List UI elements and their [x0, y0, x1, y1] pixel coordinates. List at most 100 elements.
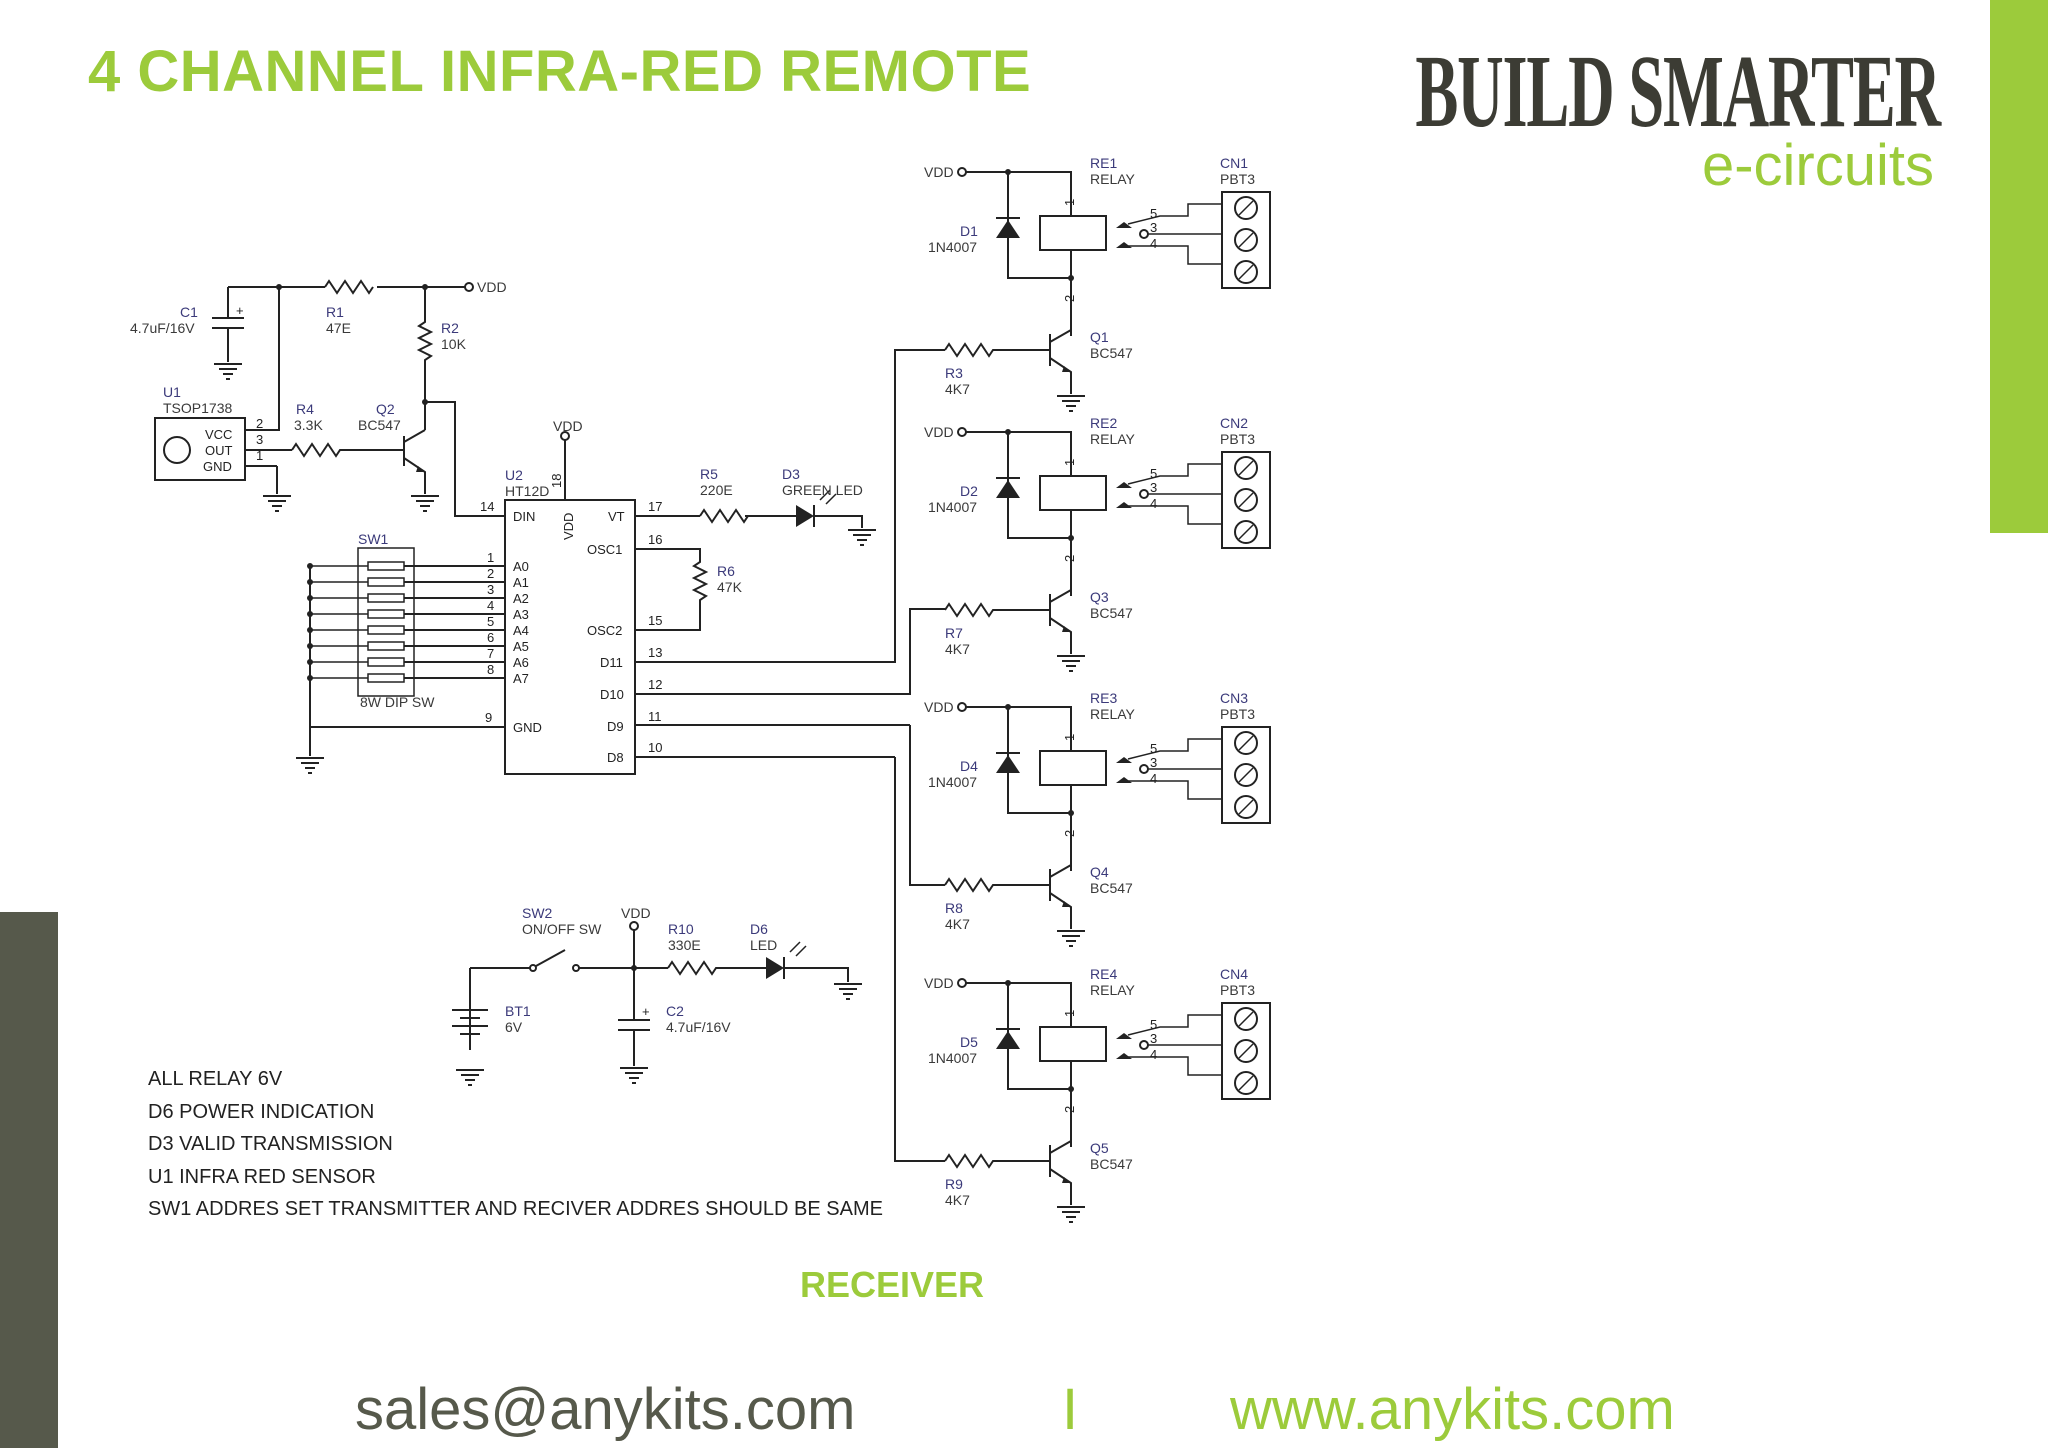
svg-text:5: 5	[1150, 466, 1157, 481]
note-line: SW1 ADDRES SET TRANSMITTER AND RECIVER A…	[148, 1198, 883, 1220]
transistor-ref: Q1	[1090, 329, 1109, 345]
ground-icon	[1056, 1206, 1086, 1223]
relay-channel: VDD12534RE2RELAYCN2PBT3D21N4007Q3BC547R7…	[924, 415, 1271, 672]
base-resistor	[944, 877, 1050, 893]
diode-value: 1N4007	[928, 774, 977, 790]
connector-ref: CN3	[1220, 690, 1248, 706]
svg-text:2: 2	[256, 416, 263, 431]
svg-text:3: 3	[1150, 220, 1157, 235]
base-resistor	[944, 342, 1050, 358]
pin-vdd: VDD	[561, 513, 576, 540]
transistor-value: BC547	[1090, 605, 1133, 621]
footer-website[interactable]: www.anykits.com	[1230, 1377, 1675, 1442]
base-resistor	[944, 602, 1050, 618]
relay-channel: VDD12534RE4RELAYCN4PBT3D51N4007Q5BC547R9…	[924, 966, 1271, 1223]
relay-channel: VDD12534RE3RELAYCN3PBT3D41N4007Q4BC547R8…	[924, 690, 1271, 947]
svg-text:+: +	[642, 1004, 650, 1019]
pin-num: 13	[648, 645, 662, 660]
dip-toggle	[367, 657, 405, 667]
pin-d9: D9	[607, 719, 624, 734]
ground-icon	[455, 1069, 485, 1086]
accent-bar-right	[1990, 0, 2048, 533]
vdd-label: VDD	[924, 975, 954, 991]
brand-logo: BUILD SMARTER e-circuits	[1416, 40, 1942, 196]
d3-value: GREEN LED	[782, 482, 863, 498]
r1-ref: R1	[326, 304, 344, 320]
pin-num: 12	[648, 677, 662, 692]
svg-text:4: 4	[1150, 771, 1157, 786]
notes-block: ALL RELAY 6V D6 POWER INDICATION D3 VALI…	[148, 1068, 883, 1220]
brand-tagline: e-circuits	[1701, 133, 1934, 198]
c1-value: 4.7uF/16V	[130, 320, 195, 336]
addr-pin-number: 1	[487, 550, 494, 565]
svg-text:2: 2	[1062, 1106, 1077, 1113]
connector-value: PBT3	[1220, 171, 1255, 187]
addr-pin-number: 8	[487, 662, 494, 677]
flyback-diode	[996, 220, 1020, 238]
dip-toggle	[367, 641, 405, 651]
terminal-block	[1221, 451, 1271, 549]
relay-value: RELAY	[1090, 431, 1136, 447]
pin-num: 11	[648, 709, 662, 724]
terminal-block	[1221, 726, 1271, 824]
u1-value: TSOP1738	[163, 400, 232, 416]
footer-email[interactable]: sales@anykits.com	[355, 1377, 856, 1442]
svg-text:3: 3	[1150, 480, 1157, 495]
resistor-value: 4K7	[945, 641, 970, 657]
addr-pin-number: 7	[487, 646, 494, 661]
addr-pin-label: A5	[513, 639, 529, 654]
addr-pin-label: A7	[513, 671, 529, 686]
addr-pin-number: 2	[487, 566, 494, 581]
connector-value: PBT3	[1220, 706, 1255, 722]
addr-pin-label: A4	[513, 623, 529, 638]
r6-value: 47K	[717, 579, 743, 595]
r1-resistor	[324, 279, 374, 295]
connector-ref: CN4	[1220, 966, 1248, 982]
relay-coil	[1039, 475, 1107, 511]
addr-pin-number: 3	[487, 582, 494, 597]
transistor-value: BC547	[1090, 880, 1133, 896]
c2-ref: C2	[666, 1003, 684, 1019]
pin-num: 16	[648, 532, 662, 547]
power-section: +	[452, 921, 849, 1066]
diode-ref: D5	[960, 1034, 978, 1050]
u2-value: HT12D	[505, 483, 549, 499]
ground-icon	[410, 495, 440, 512]
c1-ref: C1	[180, 304, 198, 320]
addr-pin-number: 5	[487, 614, 494, 629]
pin-num: 9	[485, 710, 492, 725]
addr-pin-label: A1	[513, 575, 529, 590]
relay-channels: VDD12534RE1RELAYCN1PBT3D11N4007Q1BC547R3…	[924, 155, 1271, 1223]
r5-ref: R5	[700, 466, 718, 482]
transistor-ref: Q3	[1090, 589, 1109, 605]
u2-ref: U2	[505, 467, 523, 483]
footer-separator: I	[1062, 1377, 1079, 1442]
vdd-label: VDD	[621, 905, 651, 921]
pin-num: 15	[648, 613, 662, 628]
transistor-ref: Q4	[1090, 864, 1109, 880]
svg-text:2: 2	[1062, 295, 1077, 302]
addr-pin-label: A0	[513, 559, 529, 574]
terminal-block	[1221, 1002, 1271, 1100]
relay-value: RELAY	[1090, 171, 1136, 187]
svg-text:2: 2	[1062, 830, 1077, 837]
resistor-value: 4K7	[945, 1192, 970, 1208]
c2-value: 4.7uF/16V	[666, 1019, 731, 1035]
svg-text:3: 3	[1150, 1031, 1157, 1046]
ground-icon	[295, 757, 325, 774]
r2-ref: R2	[441, 320, 459, 336]
vdd-label: VDD	[924, 424, 954, 440]
transistor-value: BC547	[1090, 345, 1133, 361]
sw1-ref: SW1	[358, 531, 389, 547]
vdd-label: VDD	[553, 418, 583, 434]
diode-ref: D2	[960, 483, 978, 499]
ground-icon	[1056, 395, 1086, 412]
r5-value: 220E	[700, 482, 733, 498]
svg-text:3: 3	[256, 432, 263, 447]
resistor-ref: R8	[945, 900, 963, 916]
pin-din: DIN	[513, 509, 535, 524]
ground-icon	[1056, 655, 1086, 672]
bt1-ref: BT1	[505, 1003, 531, 1019]
terminal-block	[1221, 191, 1271, 289]
